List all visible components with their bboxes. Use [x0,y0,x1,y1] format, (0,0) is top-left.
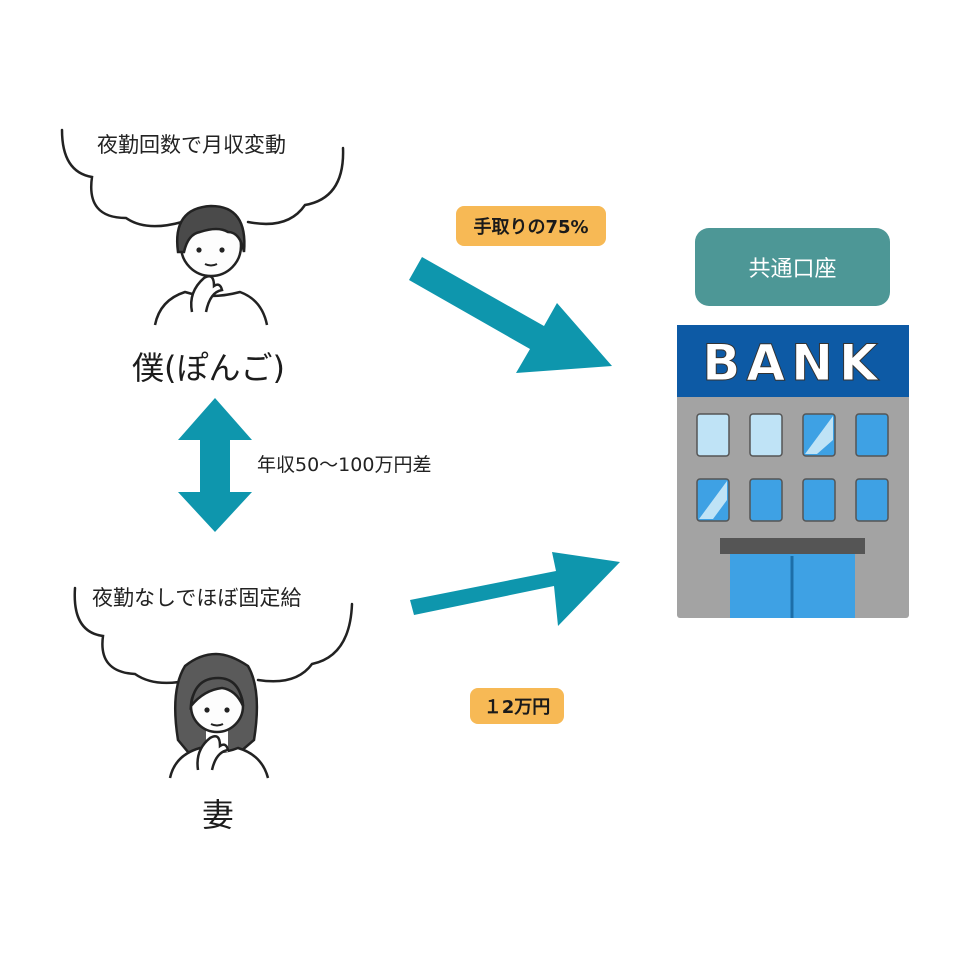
wife-name: 妻 [202,796,235,834]
wife-transfer-arrow [410,552,620,626]
income-gap-label: 年収50〜100万円差 [257,454,432,476]
income-gap-arrow [178,398,252,532]
wife-thought-text: 夜勤なしでほぼ固定給 [92,586,302,610]
husband-thought-bubble [60,128,345,228]
bank-building-icon [677,325,909,618]
wife-transfer-badge: １2万円 [470,688,564,724]
husband-thought-text: 夜勤回数で月収変動 [97,133,286,157]
wife-icon [168,652,270,779]
joint-account-label: 共通口座 [748,257,837,282]
husband-transfer-arrow [409,257,612,373]
husband-name: 僕(ぽんご) [132,349,285,387]
wife-thought-bubble [73,586,354,685]
husband-transfer-badge: 手取りの75% [456,206,606,246]
husband-icon [153,204,269,326]
joint-account-box: 共通口座 [695,228,890,306]
bank-sign-text: BANK [702,334,883,392]
